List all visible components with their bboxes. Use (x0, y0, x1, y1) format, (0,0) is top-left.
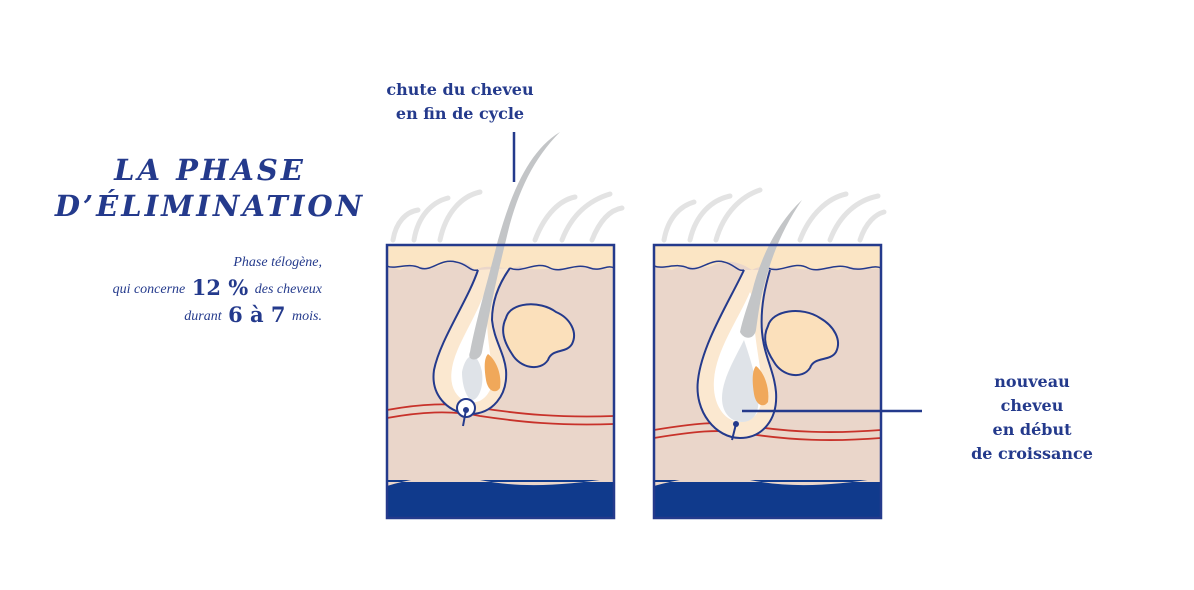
phase-description: Phase télogène, qui concerne 12 % des ch… (60, 250, 322, 329)
sebaceous-gland-right (764, 310, 839, 377)
skin-block-right (652, 187, 887, 520)
label-new-hair: nouveau cheveu en début de croissance (952, 370, 1112, 466)
orange-spot-left (484, 354, 501, 392)
new-hair-bulb (722, 340, 759, 422)
label-top-line-1: chute du cheveu (386, 80, 534, 99)
orange-spot-right (752, 366, 769, 406)
fat-layer-left (387, 480, 614, 518)
fat-layer-right (654, 480, 881, 518)
skin-block-left (385, 132, 625, 520)
desc-line-3-pre: durant (184, 309, 222, 324)
falling-hair (469, 132, 560, 360)
percentage-value: 12 % (191, 275, 249, 300)
desc-line-2: qui concerne 12 % des cheveux (60, 275, 322, 302)
label-right-line-4: de croissance (971, 444, 1093, 463)
desc-line-2-pre: qui concerne (112, 282, 186, 297)
desc-line-3-post: mois. (292, 309, 322, 324)
diagram-title: LA PHASE D’ÉLIMINATION (40, 152, 380, 224)
label-right-line-2: cheveu (1000, 396, 1064, 415)
sebaceous-gland-left (502, 303, 575, 369)
title-line-1: LA PHASE (114, 153, 306, 187)
title-line-2: D’ÉLIMINATION (54, 189, 366, 223)
desc-line-3: durant 6 à 7 mois. (60, 302, 322, 329)
desc-line-1: Phase télogène, (233, 255, 322, 270)
remaining-hair (740, 200, 802, 338)
surface-hairs-right (661, 187, 887, 243)
label-right-line-3: en début (992, 420, 1072, 439)
label-hair-fall: chute du cheveu en fin de cycle (365, 78, 555, 126)
surface-hairs-left (390, 189, 625, 243)
label-top-line-2: en fin de cycle (395, 104, 525, 123)
label-right-line-1: nouveau (994, 372, 1070, 391)
duration-value: 6 à 7 (228, 302, 286, 327)
desc-line-2-post: des cheveux (254, 282, 322, 297)
